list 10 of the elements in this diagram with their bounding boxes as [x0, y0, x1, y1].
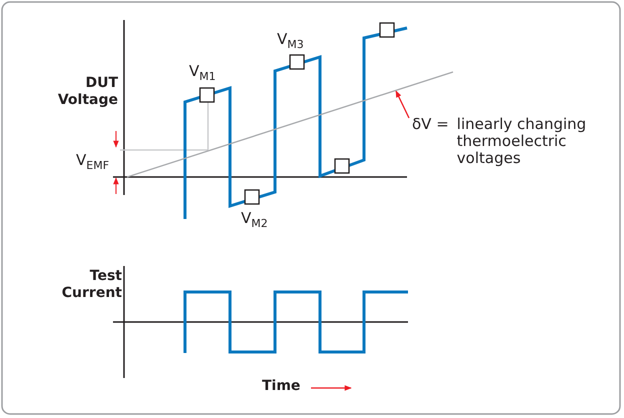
measurement-label: V$_{EMF}$ — [76, 151, 110, 174]
axis-label: Test Current — [60, 268, 122, 302]
formula-label: δV = — [412, 116, 449, 133]
measurement-label: V$_{M1}$ — [189, 62, 216, 85]
annotation-text: linearly changing thermoelectric voltages — [456, 116, 588, 167]
axis-label: DUT Voltage — [56, 75, 118, 109]
leader-line — [395, 90, 410, 118]
measurement-label: V$_{M3}$ — [277, 30, 304, 53]
measurement-label: V$_{M2}$ — [241, 209, 268, 232]
axis-label: Time — [262, 378, 300, 395]
